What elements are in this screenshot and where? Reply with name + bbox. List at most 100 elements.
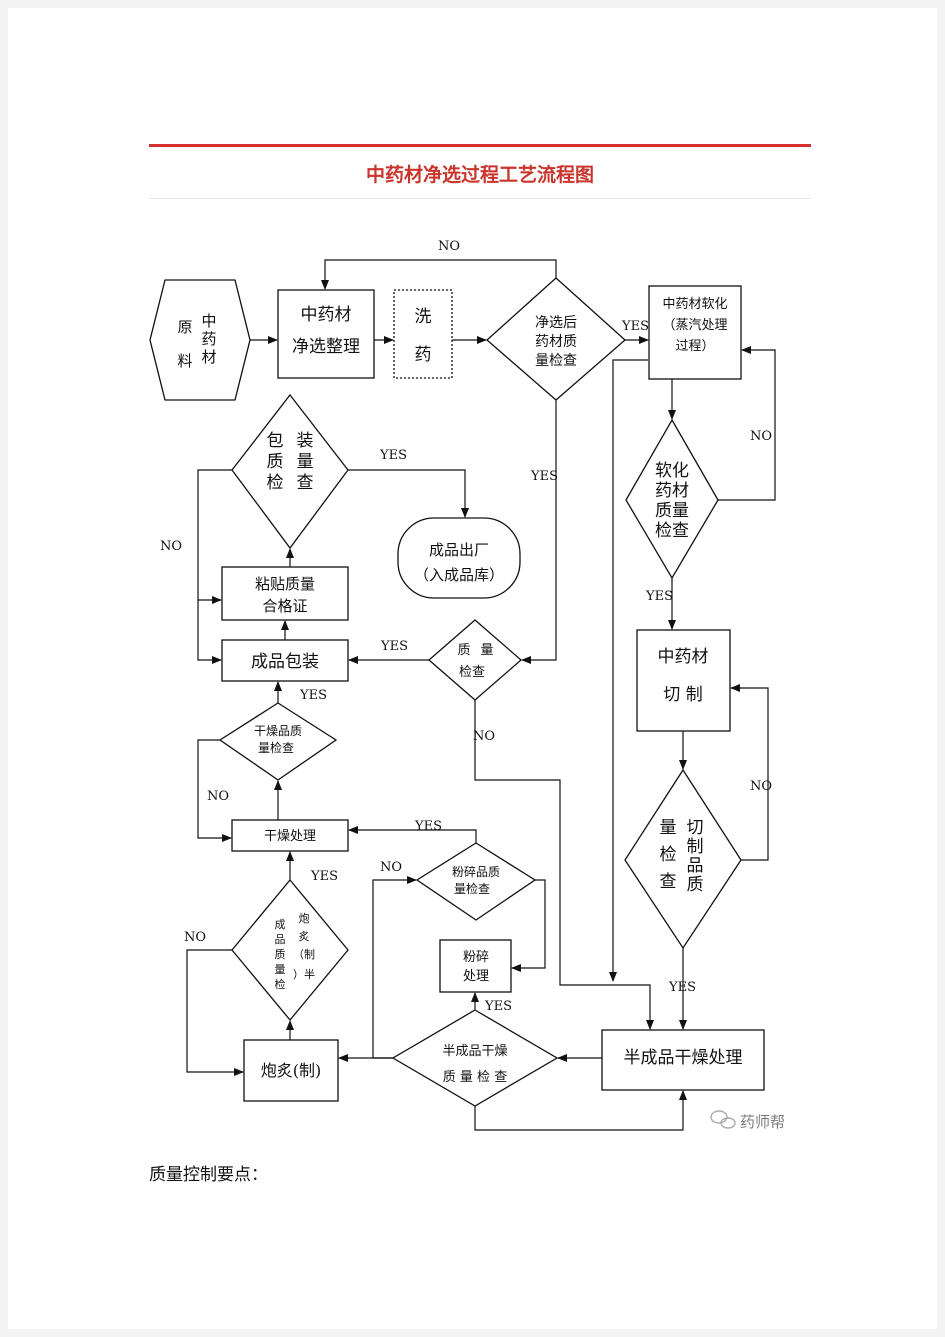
connectors <box>186 259 776 1131</box>
yes-label-quality-check: YES <box>380 639 408 654</box>
soften-text-1: 中药材软化 <box>662 297 727 312</box>
crush-text-2: 处理 <box>463 969 489 984</box>
label-text-1: 粘贴质量 <box>255 575 315 593</box>
yes-label-crush-check: YES <box>414 819 442 834</box>
no-label-sorted-check: NO <box>438 239 460 254</box>
sorted-check-text-2: 药材质 <box>535 334 577 350</box>
cut-check-text-6: 品 <box>687 856 704 876</box>
cut-node <box>636 629 731 732</box>
semi-dry-check-text-2: 质 量 检 查 <box>443 1070 507 1085</box>
cut-check-text-3: 查 <box>660 872 677 892</box>
processed-check-text-5: 检 <box>275 977 286 991</box>
quality-check-text-2: 量 <box>480 643 493 658</box>
cut-check-text-4: 切 <box>687 818 704 838</box>
processed-check-text-3: 质 <box>275 948 286 961</box>
pack-check-node <box>231 393 349 550</box>
sorting-node <box>277 289 375 379</box>
pack-check-text-6: 查 <box>297 473 314 493</box>
pack-check-text-5: 检 <box>267 473 284 493</box>
yes-label-semi-dry-check: YES <box>484 999 512 1014</box>
watermark-text: 药师帮 <box>740 1113 785 1131</box>
raw-material-node <box>149 279 251 401</box>
soften-check-text-2: 药材 <box>655 481 689 501</box>
cut-check-text-7: 质 <box>687 875 704 895</box>
shipment-text-2: （入成品库） <box>414 566 504 584</box>
semi-dry-text: 半成品干燥处理 <box>624 1048 743 1068</box>
no-label-pack-check: NO <box>160 539 182 554</box>
sorted-check-text-1: 净选后 <box>535 315 577 331</box>
soften-check-text-1: 软化 <box>655 461 689 481</box>
yes-label-soften-check: YES <box>645 589 673 604</box>
processed-check-text-8: （制 <box>293 948 315 961</box>
sorted-check-text-3: 量检查 <box>535 353 577 369</box>
pack-check-text-4: 量 <box>297 452 314 472</box>
processing-text: 炮炙(制) <box>261 1061 322 1080</box>
packaging-text: 成品包装 <box>251 652 319 672</box>
raw-material-text-1: 原 <box>177 318 192 336</box>
raw-material-text-5: 材 <box>201 348 216 366</box>
yes-label-dry-check: YES <box>299 688 327 703</box>
semi-dry-node <box>601 1029 765 1091</box>
processed-check-text-1: 成 <box>275 918 286 931</box>
title-bottom-rule <box>149 198 811 199</box>
wash-text-2: 药 <box>415 345 432 365</box>
no-label-cut-check: NO <box>750 779 772 794</box>
cut-check-text-5: 制 <box>687 837 704 857</box>
soften-text-3: 过程） <box>675 339 714 354</box>
no-label-dry-check: NO <box>207 789 229 804</box>
sorting-text-1: 中药材 <box>301 305 352 325</box>
footer-heading: 质量控制要点： <box>149 1165 268 1185</box>
cut-text-1: 中药材 <box>658 647 709 667</box>
processed-check-text-9: ）半 <box>293 967 315 981</box>
shipment-text-1: 成品出厂 <box>429 541 489 559</box>
yes-label-cut-check: YES <box>668 980 696 995</box>
processed-check-text-2: 品 <box>275 933 286 946</box>
wash-text-1: 洗 <box>415 307 432 327</box>
yes-label-to-quality-check: YES <box>530 469 558 484</box>
raw-material-text-3: 中 <box>201 312 216 330</box>
quality-check-text-3: 检查 <box>459 665 485 680</box>
yes-label-processed-check: YES <box>310 869 338 884</box>
no-label-soften-check: NO <box>750 429 772 444</box>
soften-text-2: （蒸汽处理 <box>662 318 727 333</box>
cut-check-text-1: 量 <box>660 818 677 838</box>
no-label-crush-check: NO <box>380 860 402 875</box>
soften-node <box>648 285 742 380</box>
cut-check-text-2: 检 <box>660 845 677 865</box>
label-node <box>221 566 349 621</box>
soften-check-text-3: 质量 <box>655 501 689 521</box>
label-text-2: 合格证 <box>262 597 307 615</box>
wechat-icon <box>710 1110 736 1129</box>
dry-text: 干燥处理 <box>264 829 316 844</box>
yes-label-pack-check: YES <box>379 448 407 463</box>
crush-text-1: 粉碎 <box>463 950 489 965</box>
shipment-node <box>397 517 521 599</box>
soften-check-text-4: 检查 <box>655 521 689 541</box>
yes-label-sorted-check: YES <box>621 319 649 334</box>
wash-node <box>393 289 453 379</box>
pack-check-text-3: 质 <box>267 452 284 472</box>
cut-text-2: 切 制 <box>663 685 702 705</box>
quality-check-text-1: 质 <box>457 643 470 658</box>
crush-check-text-2: 量检查 <box>454 881 490 896</box>
quality-check-node <box>428 619 522 701</box>
pack-check-text-1: 包 <box>267 431 284 451</box>
processed-check-text-4: 量 <box>275 963 286 976</box>
crush-check-node <box>415 842 537 921</box>
sorting-text-2: 净选整理 <box>292 337 360 357</box>
dry-check-text-2: 量检查 <box>258 740 294 755</box>
title-top-rule <box>149 144 811 147</box>
dry-check-text-1: 干燥品质 <box>254 724 302 738</box>
processing-node <box>243 1039 339 1102</box>
crush-node <box>439 939 512 993</box>
processed-check-node <box>231 878 349 1022</box>
processed-check-text-6: 炮 <box>299 912 310 925</box>
dry-node <box>231 819 349 852</box>
watermark: 药师帮 <box>710 1110 785 1131</box>
cut-check-node <box>624 768 742 950</box>
processed-check-text-7: 炙 <box>299 929 310 943</box>
raw-material-text-2: 料 <box>177 352 192 370</box>
page-title: 中药材净选过程工艺流程图 <box>365 164 594 186</box>
pack-check-text-2: 装 <box>297 431 314 451</box>
